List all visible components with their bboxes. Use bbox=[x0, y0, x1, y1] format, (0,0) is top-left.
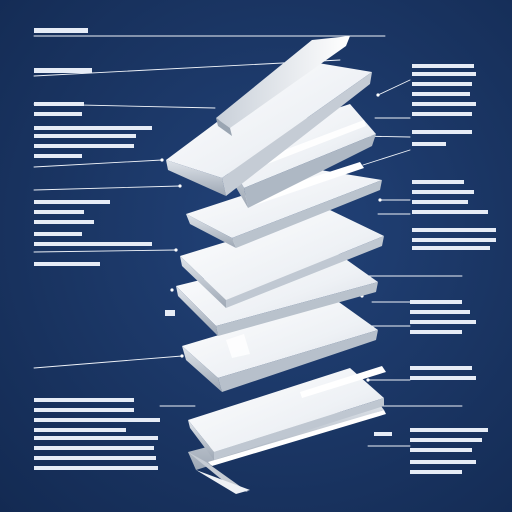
leader-dot bbox=[160, 158, 164, 162]
leader-dot bbox=[180, 354, 184, 358]
leader-line bbox=[33, 185, 181, 191]
text-block-left-3 bbox=[34, 102, 152, 158]
leader-line bbox=[362, 149, 411, 166]
leader-line bbox=[33, 249, 177, 253]
text-block-left-1 bbox=[34, 28, 88, 33]
panel-layer-3 bbox=[186, 162, 382, 248]
text-block-right-4 bbox=[410, 366, 476, 380]
text-block-right-1 bbox=[412, 64, 476, 146]
panel-layer-1 bbox=[166, 36, 372, 196]
leader-dot bbox=[170, 288, 174, 292]
text-block-right-3 bbox=[410, 300, 476, 334]
panel-layer-7 bbox=[188, 366, 386, 460]
panel-layer-4 bbox=[180, 210, 384, 308]
leader-line bbox=[33, 355, 183, 369]
leader-dot bbox=[366, 378, 370, 382]
leader-dot bbox=[376, 93, 380, 97]
text-block-left-4 bbox=[34, 200, 152, 266]
text-block-right-2 bbox=[412, 180, 496, 250]
leader-line bbox=[33, 159, 163, 168]
leader-dot bbox=[178, 184, 182, 188]
leader-dot bbox=[174, 248, 178, 252]
leader-dot bbox=[378, 198, 382, 202]
text-block-right-5 bbox=[374, 428, 488, 474]
leader-line bbox=[377, 79, 411, 96]
text-block-left-5 bbox=[34, 398, 160, 470]
text-block-left-small bbox=[165, 310, 175, 316]
panel-layer-6 bbox=[182, 300, 378, 392]
text-block-left-2 bbox=[34, 68, 92, 73]
